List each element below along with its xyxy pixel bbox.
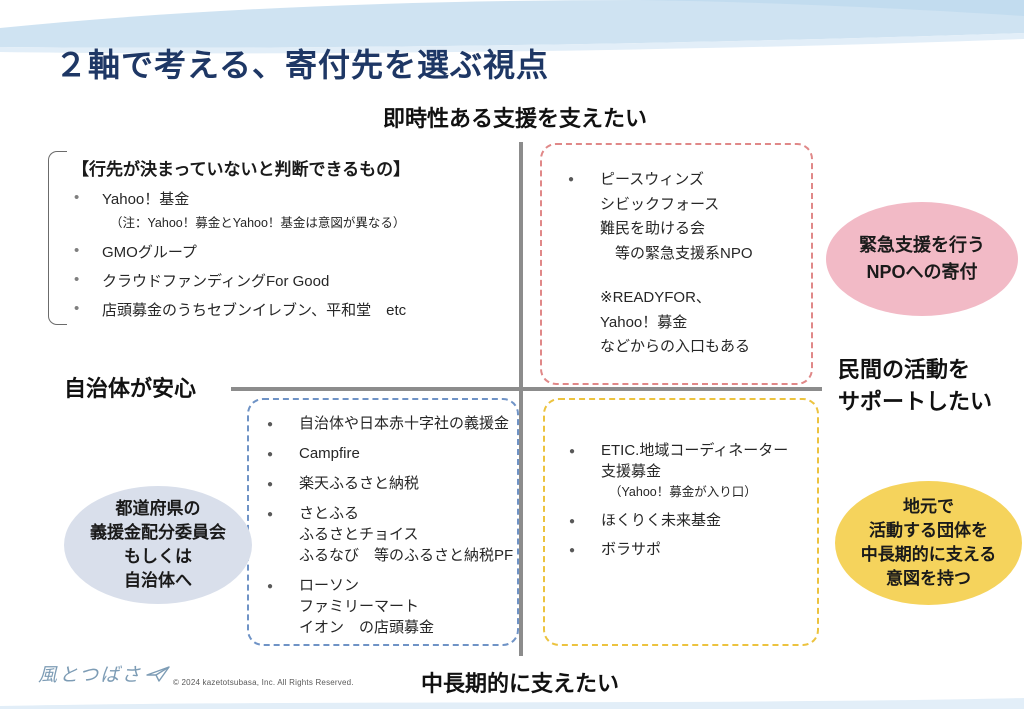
list-item: クラウドファンディングFor Good (72, 271, 522, 293)
bullet-icon (72, 271, 102, 293)
paper-plane-icon (146, 665, 170, 682)
axis-label-right: 民間の活動をサポートしたい (838, 357, 993, 414)
undecided-list: Yahoo！基金（注：Yahoo！募金とYahoo！基金は意図が異なる） GMO… (72, 189, 522, 322)
list-item-text: ボラサポ (601, 541, 662, 558)
local-groups-ellipse: 地元で活動する団体を中長期的に支える意図を持つ (835, 481, 1022, 605)
list-item-text: ローソンファミリーマートイオン の店頭募金 (299, 577, 435, 636)
list-item: Campfire (267, 443, 515, 464)
list-item-text: ほくりく未来基金 (601, 512, 722, 529)
bullet-icon (267, 575, 299, 638)
bullet-icon (569, 539, 601, 560)
list-item: 楽天ふるさと納税 (267, 473, 515, 494)
bullet-icon (569, 440, 601, 502)
list-item-text: 店頭募金のうちセブンイレブン、平和堂 etc (102, 302, 407, 319)
list-item-text: ピースウィンズシビックフォース難民を助ける会 等の緊急支援系NPO (600, 171, 753, 262)
bullet-icon (72, 242, 102, 264)
axis-label-bottom: 中長期的に支えたい (421, 671, 620, 696)
bullet-icon (568, 168, 600, 266)
list-item-text: GMOグループ (102, 244, 197, 261)
axis-horizontal-line (231, 387, 822, 391)
list-item-text: さとふるふるさとチョイスふるなび 等のふるさと納税PF (299, 505, 514, 564)
list-item: 自治体や日本赤十字社の義援金 (267, 413, 515, 434)
list-item-text: 自治体や日本赤十字社の義援金 (299, 415, 510, 432)
list-item-text: クラウドファンディングFor Good (102, 273, 330, 290)
list-item-text: 楽天ふるさと納税 (299, 475, 420, 492)
bullet-icon (267, 503, 299, 566)
bullet-icon (72, 189, 102, 235)
list-item-text: ※READYFOR、Yahoo！募金などからの入口もある (600, 289, 751, 355)
list-item-text: Yahoo！基金（注：Yahoo！募金とYahoo！基金は意図が異なる） (102, 191, 406, 230)
axis-label-top: 即時性ある支援を支えたい (383, 106, 648, 131)
list-item-text: ETIC.地域コーディネーター支援募金（Yahoo！募金が入り口） (601, 442, 789, 499)
prefecture-committee-ellipse: 都道府県の義援金配分委員会もしくは自治体へ (64, 486, 252, 604)
list-item: ※READYFOR、Yahoo！募金などからの入口もある (568, 286, 803, 360)
bullet-icon (267, 473, 299, 494)
list-item: Yahoo！基金（注：Yahoo！募金とYahoo！基金は意図が異なる） (72, 189, 522, 235)
bullet-icon (267, 413, 299, 434)
list-item: 店頭募金のうちセブンイレブン、平和堂 etc (72, 300, 522, 322)
undecided-heading: 【行先が決まっていないと判断できるもの】 (72, 160, 411, 179)
kazetotsubasa-logo: 風とつばさ (38, 660, 170, 687)
copyright-text: © 2024 kazetotsubasa, Inc. All Rights Re… (173, 678, 354, 687)
municipality-support-box: 自治体や日本赤十字社の義援金 Campfire 楽天ふるさと納税 さとふるふるさ… (247, 398, 519, 646)
list-item: ボラサポ (569, 539, 811, 560)
axis-vertical-line (519, 142, 523, 656)
left-bracket-shape (48, 151, 67, 325)
bullet-icon (569, 510, 601, 531)
page-title: ２軸で考える、寄付先を選ぶ視点 (55, 47, 550, 83)
bullet-icon (267, 443, 299, 464)
list-item: GMOグループ (72, 242, 522, 264)
axis-label-left: 自治体が安心 (64, 376, 197, 401)
bullet-icon (72, 300, 102, 322)
list-item-text: Campfire (299, 445, 360, 462)
bottom-wave-decoration (0, 698, 1024, 709)
list-item: ほくりく未来基金 (569, 510, 811, 531)
logo-text: 風とつばさ (38, 664, 143, 686)
undecided-destination-group: 【行先が決まっていないと判断できるもの】 Yahoo！基金（注：Yahoo！募金… (72, 155, 522, 329)
